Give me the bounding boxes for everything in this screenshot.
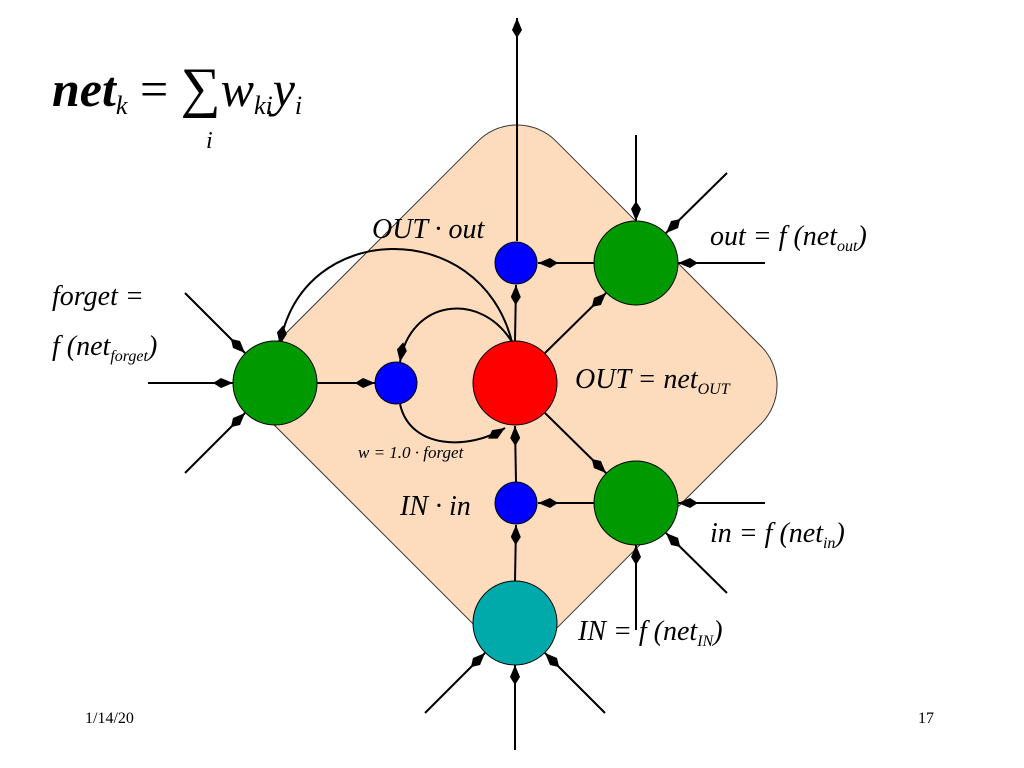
cell-input-label: IN = f (netIN) xyxy=(577,616,723,650)
out-gate-label: out = f (netout) xyxy=(710,221,867,255)
slide-date: 1/14/20 xyxy=(85,710,134,727)
sum-index: i xyxy=(206,128,213,154)
cell-output-label: OUT = netOUT xyxy=(575,364,731,398)
forget-gate-label-1: forget = xyxy=(52,281,144,312)
cell-input-node xyxy=(472,580,558,666)
in-product-label: IN · in xyxy=(399,491,471,522)
net-formula: netk = ∑wkiyi xyxy=(52,57,302,120)
self-weight-label: w = 1.0 · forget xyxy=(358,443,465,462)
forget-gate-node xyxy=(232,340,318,426)
cell-node xyxy=(472,340,558,426)
connections xyxy=(148,18,765,750)
forget-gate-label-2: f (netforget) xyxy=(52,331,157,365)
input-product-node xyxy=(494,481,538,525)
out-product-label: OUT · out xyxy=(372,214,486,245)
slide-number: 17 xyxy=(918,710,934,727)
output-product-node xyxy=(494,241,538,285)
in-gate-label: in = f (netin) xyxy=(710,518,845,552)
output-gate-node xyxy=(593,220,679,306)
input-gate-node xyxy=(593,460,679,546)
forget-product-node xyxy=(374,361,418,405)
